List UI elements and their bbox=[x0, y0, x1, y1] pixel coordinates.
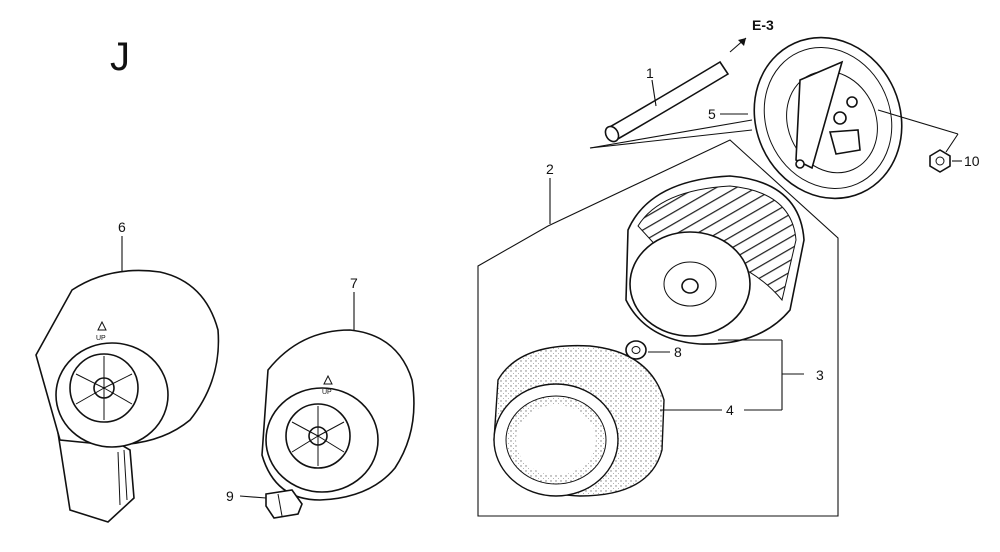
part-9-clip[interactable] bbox=[265, 489, 303, 519]
section-letter: J bbox=[110, 35, 130, 79]
reference-arrow bbox=[738, 38, 746, 46]
callout-8: 8 bbox=[674, 344, 682, 360]
callout-4: 4 bbox=[726, 402, 734, 418]
up-stamp-7: UP bbox=[322, 389, 332, 396]
up-stamp-6: UP bbox=[96, 335, 106, 342]
reference-label: E-3 bbox=[752, 17, 774, 33]
part-4-foam-element[interactable] bbox=[493, 344, 665, 497]
callout-10: 10 bbox=[964, 153, 980, 169]
callout-7: 7 bbox=[350, 275, 358, 291]
callout-3: 3 bbox=[816, 367, 824, 383]
part-10-nut[interactable] bbox=[929, 149, 951, 173]
part-7-cover[interactable]: UP bbox=[261, 329, 415, 501]
part-6-cover-with-snorkel[interactable]: UP bbox=[35, 269, 220, 523]
part-1-tube[interactable] bbox=[603, 60, 730, 144]
callout-1: 1 bbox=[646, 65, 654, 81]
assembly-bracket bbox=[477, 139, 839, 517]
callout-2: 2 bbox=[546, 161, 554, 177]
callout-6: 6 bbox=[118, 219, 126, 235]
part-5-case[interactable] bbox=[729, 14, 927, 222]
callout-9: 9 bbox=[226, 488, 234, 504]
callout-5: 5 bbox=[708, 106, 716, 122]
part-8-grommet[interactable] bbox=[625, 340, 647, 360]
part-3-filter-element[interactable] bbox=[625, 175, 805, 345]
